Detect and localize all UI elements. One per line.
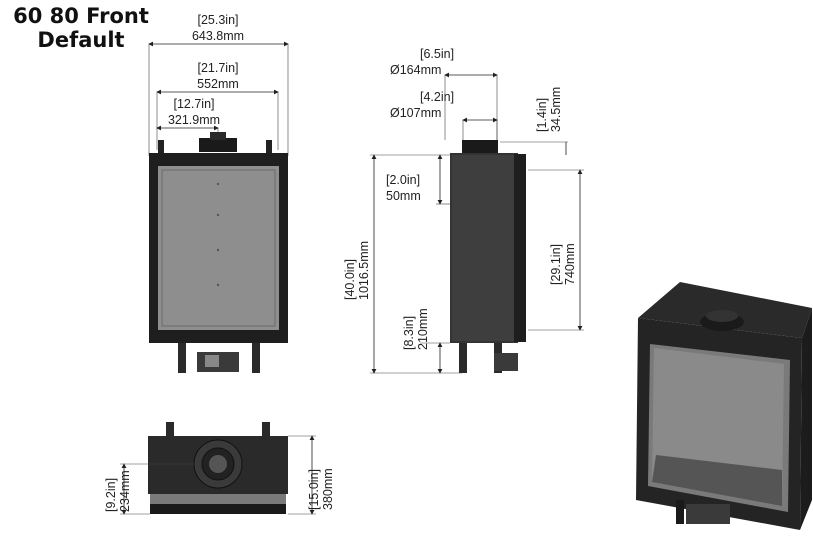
inner-width-mm: 552mm <box>197 77 239 91</box>
title-line-2: Default <box>37 28 125 52</box>
leg-height-mm: 210mm <box>416 308 430 350</box>
flue-center-in: [9.2in] <box>104 478 118 512</box>
overall-width-in: [25.3in] <box>197 13 238 27</box>
flue-offset-in: [12.7in] <box>173 97 214 111</box>
collar-height-in: [1.4in] <box>535 98 549 132</box>
overall-height-in: [40.0in] <box>343 259 357 300</box>
isometric-view <box>636 282 812 530</box>
glass-height-mm: 740mm <box>563 243 577 285</box>
flue-offset-mm: 321.9mm <box>168 113 220 127</box>
flue-center-mm: 234mm <box>118 470 132 512</box>
depth-mm: 380mm <box>321 468 335 510</box>
flue-outer-in: [6.5in] <box>420 47 454 61</box>
top-offset-in: [2.0in] <box>386 173 420 187</box>
leg-height-in: [8.3in] <box>402 316 416 350</box>
flue-inner-in: [4.2in] <box>420 90 454 104</box>
side-view: [6.5in] Ø164mm [4.2in] Ø107mm [1.4in] 34… <box>343 47 584 374</box>
flue-outer-mm: Ø164mm <box>390 63 441 77</box>
top-offset-mm: 50mm <box>386 189 421 203</box>
diagram-title: 60 80 Front Default <box>6 4 156 52</box>
overall-width-mm: 643.8mm <box>192 29 244 43</box>
depth-in: [15.0in] <box>307 469 321 510</box>
overall-height-mm: 1016.5mm <box>357 241 371 300</box>
title-line-1: 60 80 Front <box>13 4 149 28</box>
collar-height-mm: 34.5mm <box>549 87 563 132</box>
front-view: [25.3in] 643.8mm [21.7in] 552mm [12.7in]… <box>148 13 289 373</box>
glass-front <box>158 166 279 330</box>
top-view: [9.2in] 234mm [15.0in] 380mm <box>104 422 335 515</box>
glass-height-in: [29.1in] <box>549 244 563 285</box>
inner-width-in: [21.7in] <box>197 61 238 75</box>
flue-inner-mm: Ø107mm <box>390 106 441 120</box>
